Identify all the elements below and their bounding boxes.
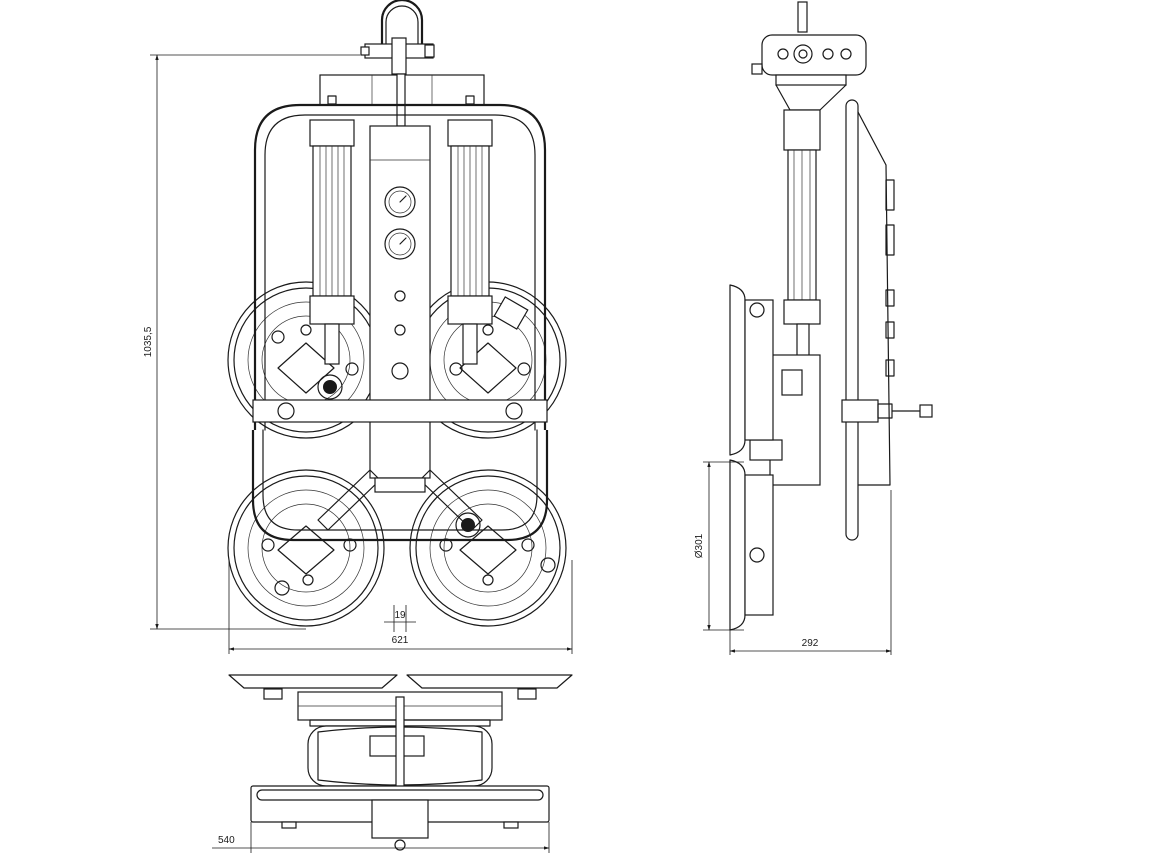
bottom-view: 540 [212, 674, 573, 853]
side-cylinder-head [783, 109, 821, 151]
suction-pad-bottom-left [227, 469, 385, 627]
side-view: Ø301 292 [694, 1, 933, 655]
side-pad-upper [729, 284, 746, 456]
dimension-pad-diameter: Ø301 [694, 533, 705, 558]
dimension-bottom-width: 540 [218, 835, 235, 846]
dimension-side-depth: 292 [802, 638, 819, 649]
cross-bar [252, 399, 548, 423]
bottom-pad-right [406, 674, 573, 689]
valve-handle [919, 404, 933, 418]
cylinder-right [447, 119, 529, 538]
center-column [369, 125, 431, 479]
frame-upper [253, 103, 547, 430]
pressure-gauge-icon [384, 186, 416, 218]
diamond-plate [277, 525, 335, 575]
side-pad-lower [729, 459, 746, 631]
suction-pad-bottom-right [409, 469, 567, 627]
dimension-width: 621 [392, 635, 409, 646]
front-view: 1035,5 621 19 [143, 0, 573, 654]
cylinder-left [309, 119, 355, 400]
frame-lower [251, 430, 549, 542]
dimension-pad-gap: 19 [394, 610, 406, 621]
side-rail [845, 99, 859, 541]
dimension-height: 1035,5 [143, 326, 154, 357]
diamond-plate [459, 525, 517, 575]
pressure-gauge-icon [384, 228, 416, 260]
shackle [360, 0, 435, 127]
bottom-pad-left [228, 674, 398, 689]
